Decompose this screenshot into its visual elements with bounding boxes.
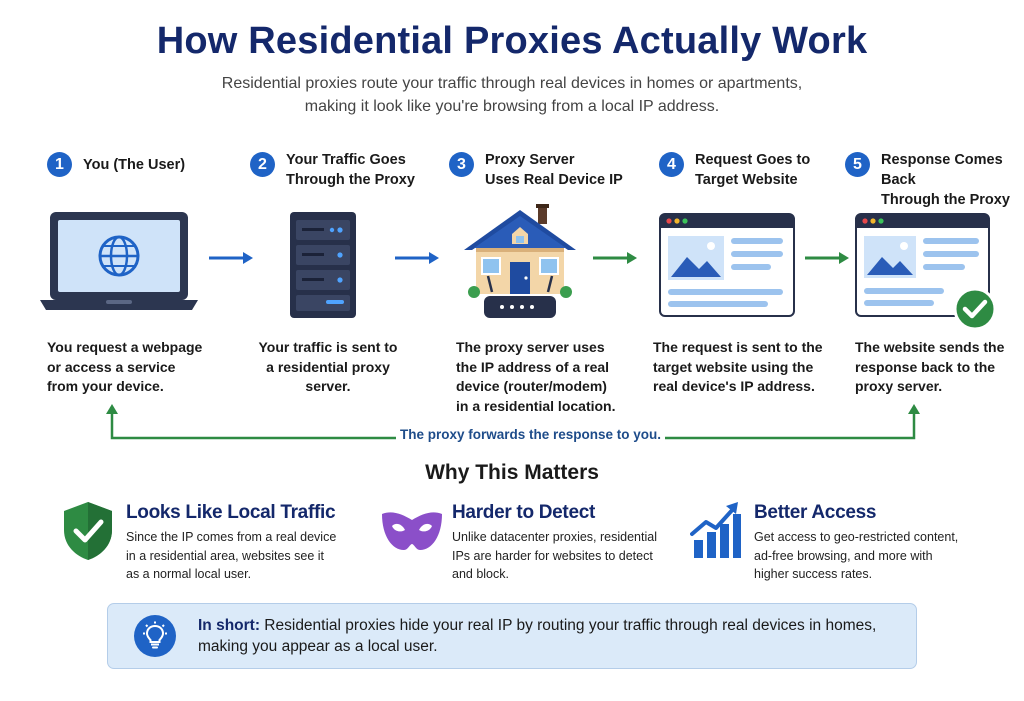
step-2-description: Your traffic is sent to a residential pr… xyxy=(248,338,408,397)
benefit-better-access: Better Access Get access to geo-restrict… xyxy=(690,500,958,584)
summary-lead: In short: xyxy=(198,617,260,634)
shield-check-icon xyxy=(64,502,112,560)
step-label-line: Your Traffic Goes xyxy=(286,152,406,168)
step-5-description: The website sends the response back to t… xyxy=(855,338,1004,397)
description-line: proxy server. xyxy=(855,378,943,394)
benefit-line: higher success rates. xyxy=(754,567,873,581)
browser-check-icon xyxy=(855,213,997,331)
step-3-header: 3 Proxy Server Uses Real Device IP xyxy=(449,150,623,194)
step-number-badge: 2 xyxy=(250,152,275,177)
house-router-icon xyxy=(464,204,576,318)
step-label-line: Response Comes Back xyxy=(881,152,1003,188)
step-label: You (The User) xyxy=(83,155,185,175)
description-line: You request a webpage xyxy=(47,339,203,355)
step-label-line: Request Goes to xyxy=(695,152,811,168)
benefit-harder-detect: Harder to Detect Unlike datacenter proxi… xyxy=(380,500,657,584)
step-label-line: You (The User) xyxy=(83,157,186,173)
step-number-badge: 1 xyxy=(47,152,72,177)
benefit-description: Unlike datacenter proxies, residential I… xyxy=(452,528,657,584)
description-line: The proxy server uses xyxy=(456,339,605,355)
summary-line-2: making you appear as a local user. xyxy=(198,638,438,655)
description-line: Your traffic is sent to xyxy=(258,339,398,355)
description-line: real device's IP address. xyxy=(653,378,815,394)
step-label-line: Through the Proxy xyxy=(881,192,1010,208)
lightbulb-icon xyxy=(134,615,176,657)
step-label: Request Goes to Target Website xyxy=(695,150,810,190)
benefit-description: Since the IP comes from a real device in… xyxy=(126,528,336,584)
benefit-line: Unlike datacenter proxies, residential xyxy=(452,530,657,544)
step-number-badge: 5 xyxy=(845,152,870,177)
why-section-title: Why This Matters xyxy=(425,461,599,484)
summary-box: In short: Residential proxies hide your … xyxy=(107,603,917,669)
description-line: server. xyxy=(305,378,351,394)
step-1-header: 1 You (The User) xyxy=(47,150,185,194)
benefit-line: and block. xyxy=(452,567,509,581)
description-line: device (router/modem) xyxy=(456,378,607,394)
laptop-globe-icon xyxy=(40,212,198,310)
mask-icon xyxy=(382,512,442,550)
step-5-header: 5 Response Comes Back Through the Proxy xyxy=(845,150,1024,208)
step-label: Response Comes Back Through the Proxy xyxy=(881,150,1024,210)
benefit-heading: Better Access xyxy=(754,502,877,523)
benefit-line: IPs are harder for websites to detect xyxy=(452,548,653,563)
flow-arrow-icon xyxy=(209,252,253,264)
description-line: or access a service xyxy=(47,358,176,375)
step-label: Your Traffic Goes Through the Proxy xyxy=(286,150,415,190)
description-line: The website sends the xyxy=(855,339,1005,355)
summary-line-1: Residential proxies hide your real IP by… xyxy=(260,617,877,634)
flow-arrow-icon xyxy=(805,252,849,264)
step-number-badge: 3 xyxy=(449,152,474,177)
page-title: How Residential Proxies Actually Work xyxy=(156,20,868,62)
step-3-description: The proxy server uses the IP address of … xyxy=(456,338,615,416)
description-line: from your device. xyxy=(47,378,164,394)
description-line: the IP address of a real xyxy=(456,358,610,375)
benefit-heading: Harder to Detect xyxy=(452,502,596,523)
browser-window-icon xyxy=(659,213,795,317)
growth-chart-icon xyxy=(690,502,741,558)
summary-text: In short: Residential proxies hide your … xyxy=(198,615,876,657)
description-line: The request is sent to the xyxy=(653,339,823,355)
benefit-line: ad-free browsing, and more with xyxy=(754,548,933,563)
subtitle-line-2: making it look like you're browsing from… xyxy=(304,98,720,115)
benefit-line: in a residential area, websites see it xyxy=(126,548,325,563)
step-label: Proxy Server Uses Real Device IP xyxy=(485,150,623,190)
benefit-line: Since the IP comes from a real device xyxy=(126,530,337,544)
step-label-line: Uses Real Device IP xyxy=(485,172,623,188)
server-icon xyxy=(290,212,356,318)
description-line: response back to the xyxy=(855,358,996,375)
step-2-header: 2 Your Traffic Goes Through the Proxy xyxy=(250,150,415,194)
flow-arrow-icon xyxy=(593,252,637,264)
return-flow-label: The proxy forwards the response to you. xyxy=(396,427,666,442)
benefit-line: as a normal local user. xyxy=(126,567,252,581)
description-line: target website using the xyxy=(653,358,814,375)
benefit-local-traffic: Looks Like Local Traffic Since the IP co… xyxy=(62,500,336,584)
description-line: a residential proxy xyxy=(266,358,390,375)
step-label-line: Through the Proxy xyxy=(286,172,415,188)
page-subtitle: Residential proxies route your traffic t… xyxy=(160,72,864,118)
step-number-badge: 4 xyxy=(659,152,684,177)
subtitle-line-1: Residential proxies route your traffic t… xyxy=(221,75,803,92)
benefit-description: Get access to geo-restricted content, ad… xyxy=(754,528,958,584)
benefit-heading: Looks Like Local Traffic xyxy=(126,502,336,523)
step-1-description: You request a webpage or access a servic… xyxy=(47,338,202,397)
description-line: in a residential location. xyxy=(456,397,616,414)
flow-arrow-icon xyxy=(395,252,439,264)
step-4-header: 4 Request Goes to Target Website xyxy=(659,150,810,194)
step-4-description: The request is sent to the target websit… xyxy=(653,338,823,397)
benefit-line: Get access to geo-restricted content, xyxy=(754,530,959,544)
step-label-line: Proxy Server xyxy=(485,152,575,168)
step-label-line: Target Website xyxy=(695,172,798,188)
